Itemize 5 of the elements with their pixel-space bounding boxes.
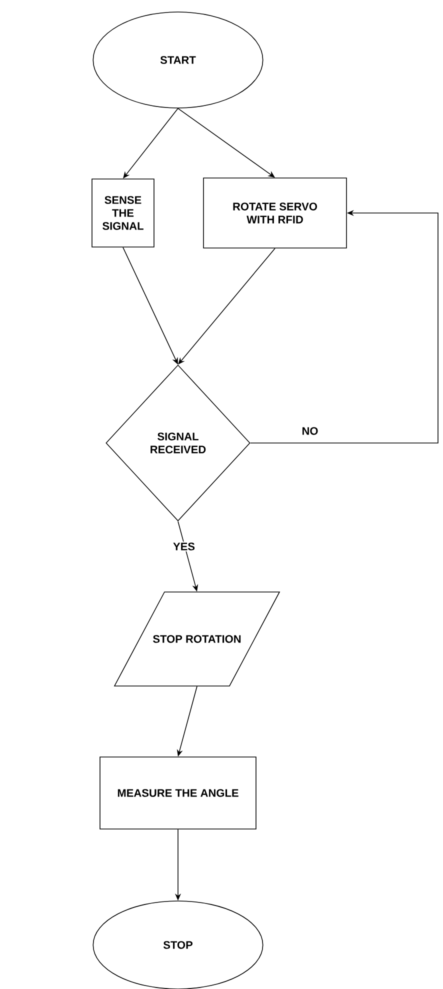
process-box: SENSE THE SIGNAL xyxy=(92,178,154,248)
edge-label: YES xyxy=(172,542,196,552)
process-box: ROTATE SERVO WITH RFID xyxy=(203,178,347,248)
edge-label: NO xyxy=(300,426,320,436)
process-box: MEASURE THE ANGLE xyxy=(100,756,256,830)
